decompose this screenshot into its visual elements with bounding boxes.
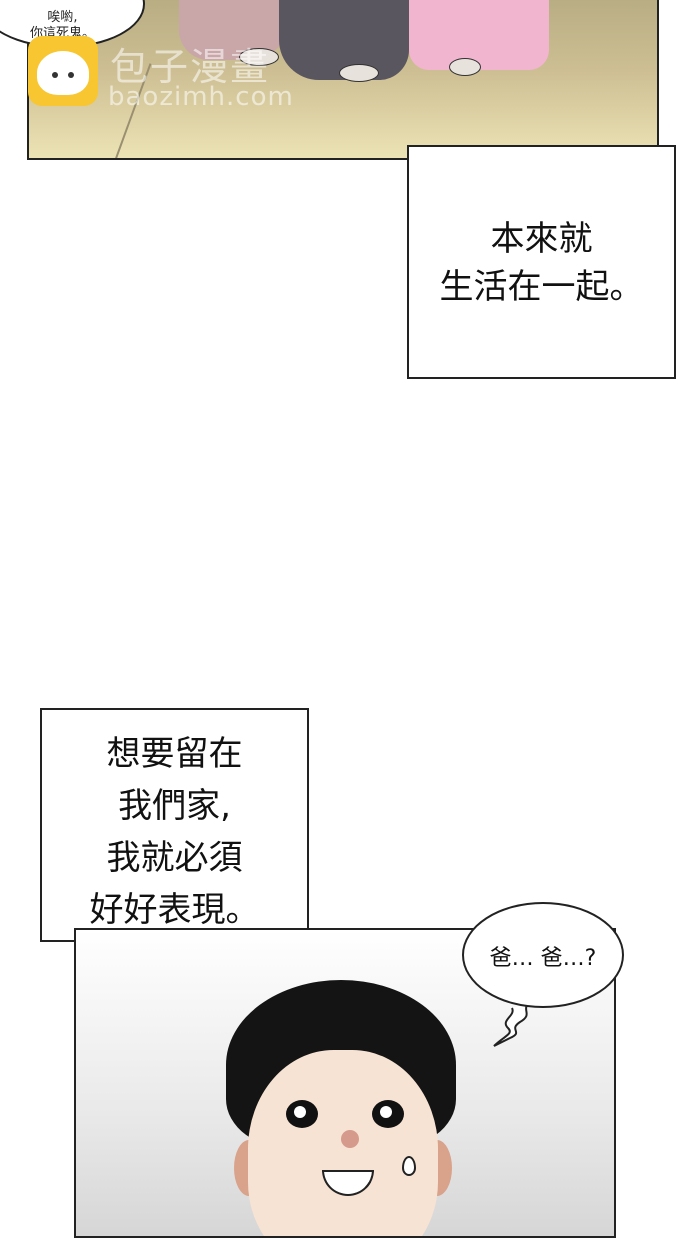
caption-1-line-1: 本來就 <box>490 219 593 259</box>
bubble-tail <box>493 1001 531 1047</box>
caption-box-1: 本來就 生活在一起。 <box>407 145 676 379</box>
character-eye-left <box>286 1100 318 1128</box>
shoe-right <box>339 64 379 82</box>
caption-2-line-2: 我們家, <box>118 786 231 826</box>
caption-1-line-2: 生活在一起。 <box>439 267 644 307</box>
pink-dress <box>409 0 549 70</box>
shoe-dress <box>449 58 481 76</box>
bun-eye-left <box>52 72 58 78</box>
bubble-top-line-1: 唉喲, <box>47 10 78 25</box>
caption-2-line-3: 我就必須 <box>106 838 243 878</box>
top-comic-panel <box>27 0 659 160</box>
caption-box-2: 想要留在 我們家, 我就必須 好好表現。 <box>40 708 309 942</box>
watermark-url: baozimh.com <box>108 82 294 112</box>
caption-2-line-1: 想要留在 <box>106 734 243 774</box>
sweat-drop-icon <box>402 1156 416 1176</box>
speech-bubble-bottom: 爸… 爸…? <box>462 902 624 1008</box>
character-eye-right <box>372 1100 404 1128</box>
character-nose <box>341 1130 359 1148</box>
caption-2-line-4: 好好表現。 <box>89 890 260 930</box>
bun-shape <box>37 51 89 95</box>
watermark-chinese: 包子漫畫 <box>110 45 271 89</box>
bubble-bottom-text: 爸… 爸…? <box>489 946 597 971</box>
shoe-left <box>239 48 279 66</box>
bun-logo-icon <box>28 36 98 106</box>
bun-eye-right <box>68 72 74 78</box>
